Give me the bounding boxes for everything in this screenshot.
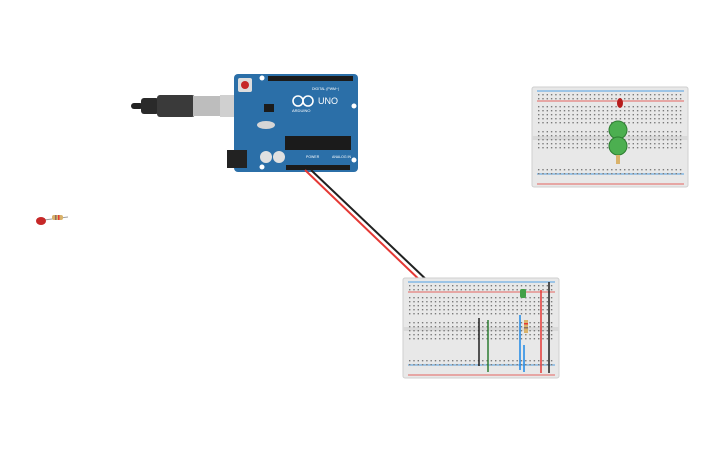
power-jack: [227, 150, 247, 168]
digital-label: DIGITAL (PWM~): [312, 87, 339, 91]
loose-led-resistor[interactable]: [36, 215, 69, 225]
power-analog-header[interactable]: [286, 165, 350, 170]
led-green-1[interactable]: [608, 120, 628, 140]
led-green-small[interactable]: [520, 289, 526, 298]
led-red-loose[interactable]: [36, 217, 46, 225]
arduino-uno-board[interactable]: UNO ARDUINO DIGITAL (PWM~) POWER ANALOG …: [227, 74, 358, 172]
breadboard-bottom[interactable]: [402, 277, 560, 379]
power-label: POWER: [306, 155, 320, 159]
wire-gnd[interactable]: [310, 169, 433, 286]
breadboard-holes[interactable]: [409, 285, 553, 366]
led-green-2[interactable]: [608, 136, 628, 156]
digital-header[interactable]: [268, 76, 353, 81]
atmega-chip: [285, 136, 351, 150]
breadboard-top-right[interactable]: [531, 86, 689, 188]
brand-label: ARDUINO: [292, 108, 310, 113]
resistor-bottom[interactable]: [524, 320, 528, 333]
analog-label: ANALOG IN: [332, 155, 352, 159]
resistor-loose[interactable]: [52, 215, 63, 220]
usb-cable[interactable]: [131, 95, 236, 117]
model-label: UNO: [318, 96, 338, 106]
arduino-logo-icon: [292, 95, 314, 107]
breadboard-holes[interactable]: [538, 94, 682, 175]
resistor-top[interactable]: [616, 155, 620, 164]
led-red-breadboard-top[interactable]: [617, 98, 623, 108]
wire-5v[interactable]: [304, 169, 428, 288]
